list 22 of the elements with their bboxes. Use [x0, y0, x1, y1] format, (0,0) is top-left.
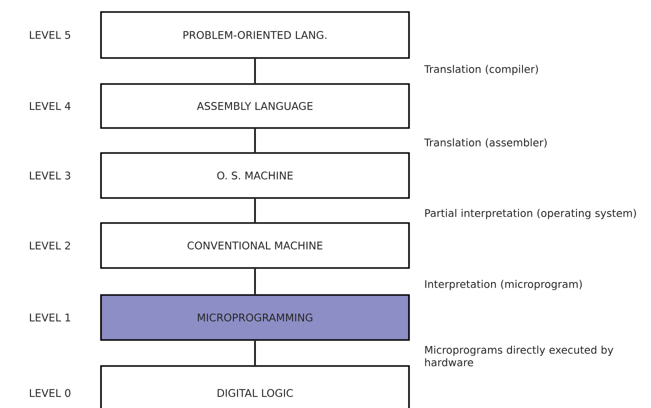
- connector-line: [254, 340, 256, 366]
- transition-note: Translation (compiler): [424, 64, 538, 76]
- transition-note: Translation (assembler): [424, 138, 547, 148]
- level-label: LEVEL 2: [30, 242, 70, 250]
- transition-note: Microprograms directly executed by hardware: [425, 346, 614, 366]
- level-box: PROBLEM-ORIENTED LANG.: [100, 11, 410, 59]
- level-box: MICROPROGRAMMING: [100, 294, 410, 341]
- level-label: LEVEL 0: [30, 389, 70, 397]
- transition-note: Interpretation (microprogram): [425, 280, 582, 290]
- level-box: CONVENTIONAL MACHINE: [100, 222, 410, 269]
- connector-line: [254, 58, 256, 84]
- level-box: O. S. MACHINE: [100, 152, 410, 199]
- connector-line: [254, 128, 256, 152]
- level-box: ASSEMBLY LANGUAGE: [100, 83, 410, 129]
- connector-line: [254, 198, 256, 222]
- connector-line: [254, 268, 256, 294]
- level-box: DIGITAL LOGIC: [100, 365, 410, 408]
- level-label: LEVEL 4: [30, 102, 70, 110]
- transition-note: Partial interpretation (operating system): [425, 208, 636, 220]
- level-label: LEVEL 5: [30, 31, 70, 39]
- level-label: LEVEL 3: [30, 172, 70, 180]
- level-label: LEVEL 1: [30, 314, 70, 322]
